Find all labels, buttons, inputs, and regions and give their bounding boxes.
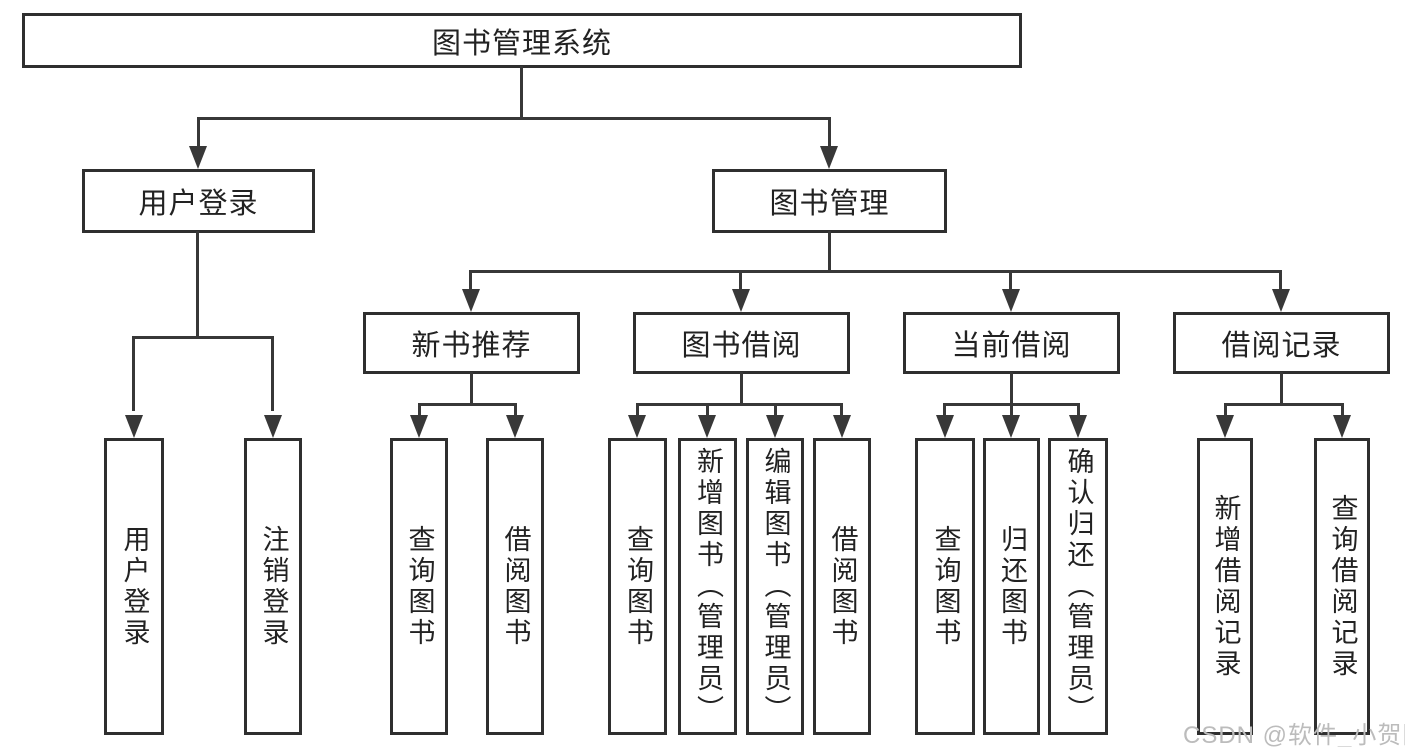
node-current-borrow-label: 当前借阅 — [951, 330, 1072, 362]
leaf-borrow-books-1-label: 借阅图书 — [500, 524, 531, 649]
node-borrow-records: 借阅记录 — [1173, 312, 1390, 374]
arrowhead-down — [1069, 415, 1087, 438]
connector-vline — [840, 403, 843, 417]
connector-vline — [1010, 403, 1013, 417]
leaf-return-books-label: 归还图书 — [997, 524, 1027, 649]
node-book-management: 图书管理 — [712, 169, 947, 233]
connector-vline — [636, 403, 639, 417]
node-library-system-label: 图书管理系统 — [431, 27, 612, 60]
node-book-borrow: 图书借阅 — [633, 312, 850, 374]
leaf-query-books-2-label: 查询图书 — [623, 524, 653, 649]
connector-vline — [1279, 270, 1282, 292]
watermark-csdn: CSDN @软件_小贺同学 — [1183, 722, 1405, 747]
arrowhead-down — [833, 415, 851, 438]
node-user-login-label: 用户登录 — [138, 188, 259, 220]
arrowhead-down — [936, 415, 954, 438]
connector-vline — [1341, 403, 1344, 417]
arrowhead-down — [264, 415, 282, 438]
arrowhead-down — [506, 415, 524, 438]
arrowhead-down — [1272, 289, 1290, 312]
arrowhead-down — [698, 415, 716, 438]
arrowhead-down — [1216, 415, 1234, 438]
leaf-user-login-label: 用户登录 — [119, 524, 150, 649]
connector-vline — [1009, 270, 1012, 292]
connector-vline — [1077, 403, 1080, 417]
node-new-book-recommend: 新书推荐 — [363, 312, 580, 374]
leaf-query-borrow-record-label: 查询借阅记录 — [1327, 493, 1358, 680]
arrowhead-down — [732, 289, 750, 312]
connector-vline — [1224, 403, 1227, 417]
node-book-management-label: 图书管理 — [769, 188, 890, 220]
connector-hline — [1224, 403, 1344, 406]
connector-hline — [470, 270, 1282, 273]
leaf-add-books-admin: 新增图书（管理员） — [678, 438, 737, 735]
leaf-query-books-3: 查询图书 — [915, 438, 975, 735]
node-current-borrow: 当前借阅 — [903, 312, 1120, 374]
connector-hline — [132, 336, 274, 339]
connector-vline — [740, 372, 743, 406]
arrowhead-down — [1002, 415, 1020, 438]
leaf-logout: 注销登录 — [244, 438, 302, 735]
leaf-query-borrow-record: 查询借阅记录 — [1314, 438, 1370, 735]
arrowhead-down — [766, 415, 784, 438]
leaf-logout-label: 注销登录 — [258, 524, 289, 649]
arrowhead-down — [462, 289, 480, 312]
node-borrow-records-label: 借阅记录 — [1221, 330, 1342, 362]
leaf-query-books-2: 查询图书 — [608, 438, 667, 735]
connector-vline — [132, 336, 135, 411]
node-new-book-recommend-label: 新书推荐 — [411, 330, 532, 362]
connector-hline — [197, 117, 831, 120]
arrowhead-down — [410, 415, 428, 438]
connector-vline — [197, 117, 200, 150]
connector-vline — [514, 403, 517, 417]
node-library-system: 图书管理系统 — [22, 13, 1022, 68]
node-book-borrow-label: 图书借阅 — [681, 330, 802, 362]
connector-vline — [470, 372, 473, 406]
leaf-query-books-1-label: 查询图书 — [404, 524, 435, 649]
arrowhead-down — [628, 415, 646, 438]
connector-vline — [196, 231, 199, 336]
leaf-confirm-return-admin: 确认归还（管理员） — [1048, 438, 1108, 735]
connector-vline — [706, 403, 709, 417]
leaf-borrow-books-2-label: 借阅图书 — [827, 524, 858, 649]
connector-vline — [828, 117, 831, 150]
leaf-confirm-return-admin-label: 确认归还（管理员） — [1063, 447, 1094, 726]
connector-vline — [1010, 372, 1013, 406]
arrowhead-down — [820, 146, 838, 169]
leaf-add-borrow-record: 新增借阅记录 — [1197, 438, 1253, 735]
leaf-add-books-admin-label: 新增图书（管理员） — [693, 447, 723, 726]
connector-vline — [271, 336, 274, 411]
leaf-query-books-3-label: 查询图书 — [930, 524, 961, 649]
leaf-edit-books-admin: 编辑图书（管理员） — [746, 438, 804, 735]
connector-vline — [1280, 372, 1283, 406]
leaf-user-login: 用户登录 — [104, 438, 164, 735]
arrowhead-down — [1333, 415, 1351, 438]
leaf-add-borrow-record-label: 新增借阅记录 — [1210, 493, 1241, 680]
connector-vline — [418, 403, 421, 417]
connector-hline — [636, 403, 843, 406]
connector-vline — [520, 66, 523, 117]
leaf-borrow-books-1: 借阅图书 — [486, 438, 544, 735]
connector-vline — [943, 403, 946, 417]
arrowhead-down — [1002, 289, 1020, 312]
leaf-edit-books-admin-label: 编辑图书（管理员） — [760, 447, 791, 726]
connector-hline — [418, 403, 517, 406]
arrowhead-down — [125, 415, 143, 438]
leaf-borrow-books-2: 借阅图书 — [813, 438, 871, 735]
leaf-query-books-1: 查询图书 — [390, 438, 448, 735]
connector-vline — [828, 231, 831, 271]
connector-vline — [739, 270, 742, 292]
connector-vline — [469, 270, 472, 292]
node-user-login: 用户登录 — [82, 169, 315, 233]
connector-vline — [774, 403, 777, 417]
leaf-return-books: 归还图书 — [983, 438, 1040, 735]
arrowhead-down — [189, 146, 207, 169]
